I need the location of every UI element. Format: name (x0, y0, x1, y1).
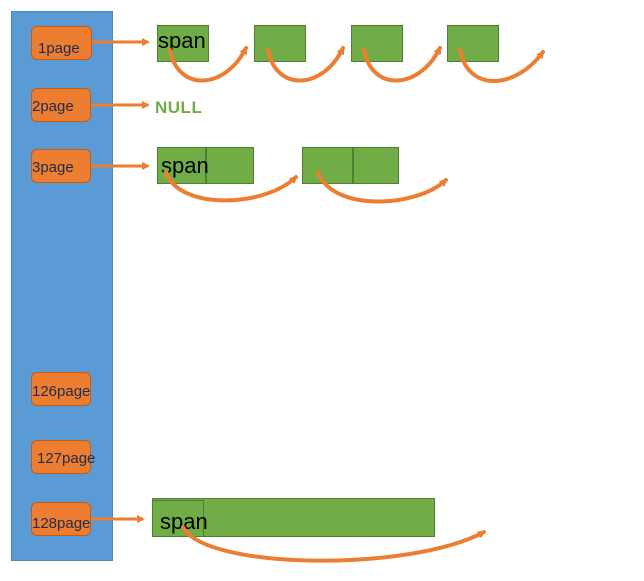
span-block-3page-2b (353, 147, 399, 184)
page-label-126: 126page (32, 383, 91, 400)
page-label-127: 127page (37, 450, 96, 467)
link-arrow-3page-2 (316, 170, 448, 204)
span-block-1page-2 (254, 25, 306, 62)
span-label-1page: span (158, 28, 206, 53)
null-label: NULL (155, 98, 203, 117)
span-block-3page-1b (206, 147, 254, 184)
page-label-3: 3page (32, 159, 74, 176)
link-arrow-1page-1 (168, 46, 248, 83)
span-block-3page-2a (302, 147, 353, 184)
span-label-128page: span (160, 509, 208, 534)
span-block-1page-1 (157, 25, 209, 62)
link-arrow-1page-3 (362, 46, 442, 83)
page-box-2 (31, 88, 91, 122)
page-box-127 (31, 440, 91, 474)
span-block-3page-1a (157, 147, 206, 184)
span-block-128page (152, 498, 435, 537)
link-arrow-128page (181, 525, 486, 563)
link-arrow-1page-4 (458, 48, 545, 83)
span-label-3page: span (161, 153, 209, 178)
page-box-3 (31, 149, 91, 183)
page-box-126 (31, 372, 91, 406)
span-block-1page-4 (447, 25, 499, 62)
page-box-128 (31, 502, 91, 536)
span-block-1page-3 (351, 25, 403, 62)
link-arrow-1page-2 (266, 46, 345, 83)
page-box-1 (31, 26, 92, 60)
page-label-2: 2page (32, 98, 74, 115)
link-arrow-3page-1 (164, 170, 298, 203)
page-label-128: 128page (32, 515, 91, 532)
span-block-128page-first-page (152, 500, 204, 537)
page-label-1: 1page (38, 40, 80, 57)
